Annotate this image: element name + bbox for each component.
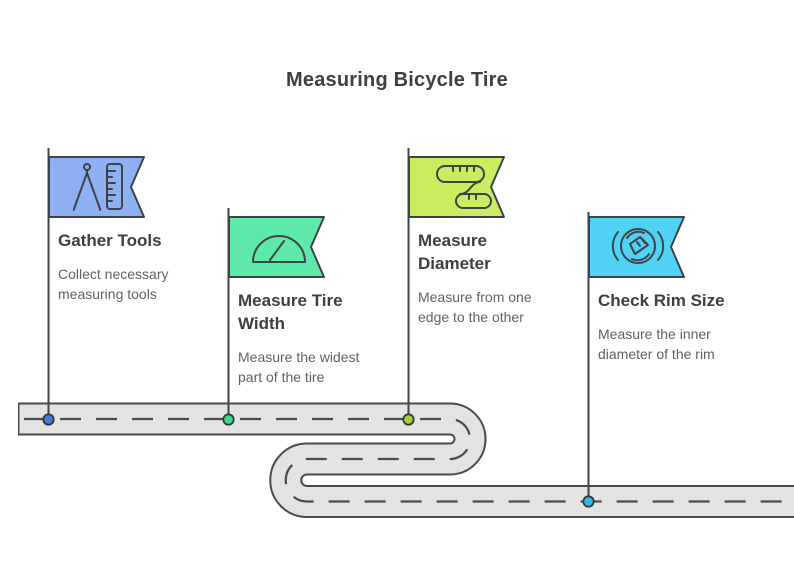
step-column-tire-width: Measure Tire Width Measure the widest pa…	[228, 216, 363, 387]
flag-banner	[228, 216, 325, 278]
step-description: Measure the inner diameter of the rim	[598, 326, 715, 362]
step-title: Gather Tools	[58, 231, 162, 250]
step-column-diameter: Measure Diameter Measure from one edge t…	[408, 156, 540, 327]
step-title: Check Rim Size	[598, 291, 725, 310]
road-surface	[19, 404, 794, 516]
page-title: Measuring Bicycle Tire	[286, 69, 508, 91]
step-column-rim-size: Check Rim Size Measure the inner diamete…	[588, 216, 746, 364]
step-title: Measure Diameter	[418, 231, 491, 273]
milestone-dot-1	[42, 413, 55, 426]
milestone-dot-4	[582, 495, 595, 508]
milestone-dot-2	[222, 413, 235, 426]
flag-shape	[48, 156, 145, 218]
flag-banner	[48, 156, 145, 218]
step-description: Measure from one edge to the other	[418, 289, 532, 325]
step-description: Measure the widest part of the tire	[238, 349, 360, 385]
step-title: Measure Tire Width	[238, 291, 343, 333]
flag-shape	[228, 216, 325, 278]
step-description: Collect necessary measuring tools	[58, 266, 169, 302]
flag-banner	[588, 216, 685, 278]
milestone-dot-3	[402, 413, 415, 426]
flag-banner	[408, 156, 505, 218]
flag-shape	[588, 216, 685, 278]
step-column-gather-tools: Gather Tools Collect necessary measuring…	[48, 156, 198, 304]
gauge-icon	[252, 235, 306, 263]
road-centerline	[24, 417, 794, 503]
compass-ruler-icon	[72, 163, 123, 211]
flag-shape	[408, 156, 505, 218]
tape-measure-icon	[436, 165, 492, 209]
rim-gauge-icon	[611, 228, 665, 264]
